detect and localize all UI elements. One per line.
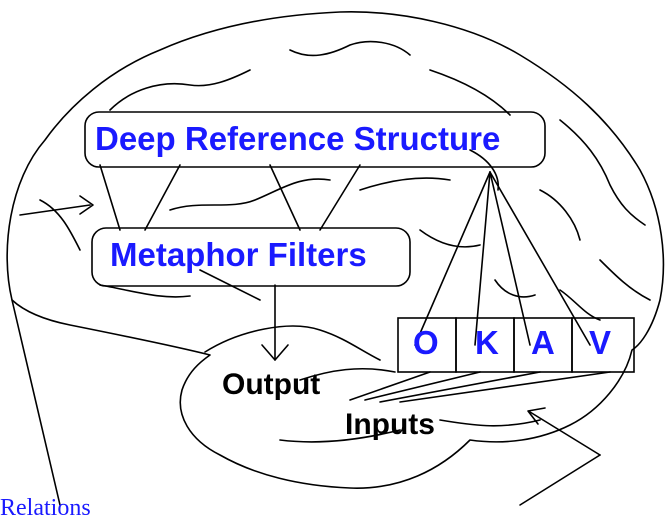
metaphor-filters-label: Metaphor Filters xyxy=(110,236,367,273)
connector-line xyxy=(144,164,181,231)
relations-label: Relations xyxy=(0,495,91,521)
sulcus xyxy=(439,419,541,427)
deep-reference-structure-label: Deep Reference Structure xyxy=(95,120,501,157)
gyrus xyxy=(109,69,251,111)
output-arrow-head xyxy=(261,344,289,361)
input-ray xyxy=(399,371,611,403)
pointer-line xyxy=(19,204,91,216)
deep-reference-structure-box xyxy=(84,111,546,168)
gyrus xyxy=(494,279,536,298)
metaphor-filters-box xyxy=(91,227,411,287)
fan-line xyxy=(474,171,491,346)
channel-label-k: K xyxy=(475,324,499,361)
fan-line xyxy=(489,171,531,346)
sulcus xyxy=(299,367,396,381)
gyrus xyxy=(599,259,651,301)
input-ray xyxy=(349,371,431,401)
connector-line xyxy=(269,164,301,231)
connector-line xyxy=(319,164,361,231)
gyrus xyxy=(429,69,511,116)
channel-label-a: A xyxy=(531,324,555,361)
pointer-line xyxy=(519,454,601,506)
pointer-line xyxy=(11,299,61,506)
channel-label-o: O xyxy=(413,324,439,361)
gyrus xyxy=(199,269,261,301)
brain-contour xyxy=(6,11,665,489)
gyrus xyxy=(559,119,646,226)
input-ray xyxy=(364,371,481,401)
gyrus xyxy=(539,189,581,241)
connector-line xyxy=(99,164,121,231)
gyrus xyxy=(169,178,331,211)
input-ray xyxy=(379,371,541,403)
channel-label-v: V xyxy=(589,324,612,361)
inputs-label: Inputs xyxy=(345,408,435,441)
pointer-arrow-head xyxy=(527,407,546,425)
sulcus xyxy=(279,429,401,443)
pointer-line xyxy=(529,411,601,456)
sulcus xyxy=(204,325,381,361)
pointer-arrow-head xyxy=(79,195,94,215)
gyrus xyxy=(359,177,451,191)
fan-line xyxy=(489,171,591,346)
gyrus xyxy=(419,229,481,248)
fan-line xyxy=(414,171,491,346)
gyrus xyxy=(289,40,411,57)
channel-box-v xyxy=(571,317,635,373)
gyrus xyxy=(39,199,81,251)
output-label: Output xyxy=(222,368,321,401)
